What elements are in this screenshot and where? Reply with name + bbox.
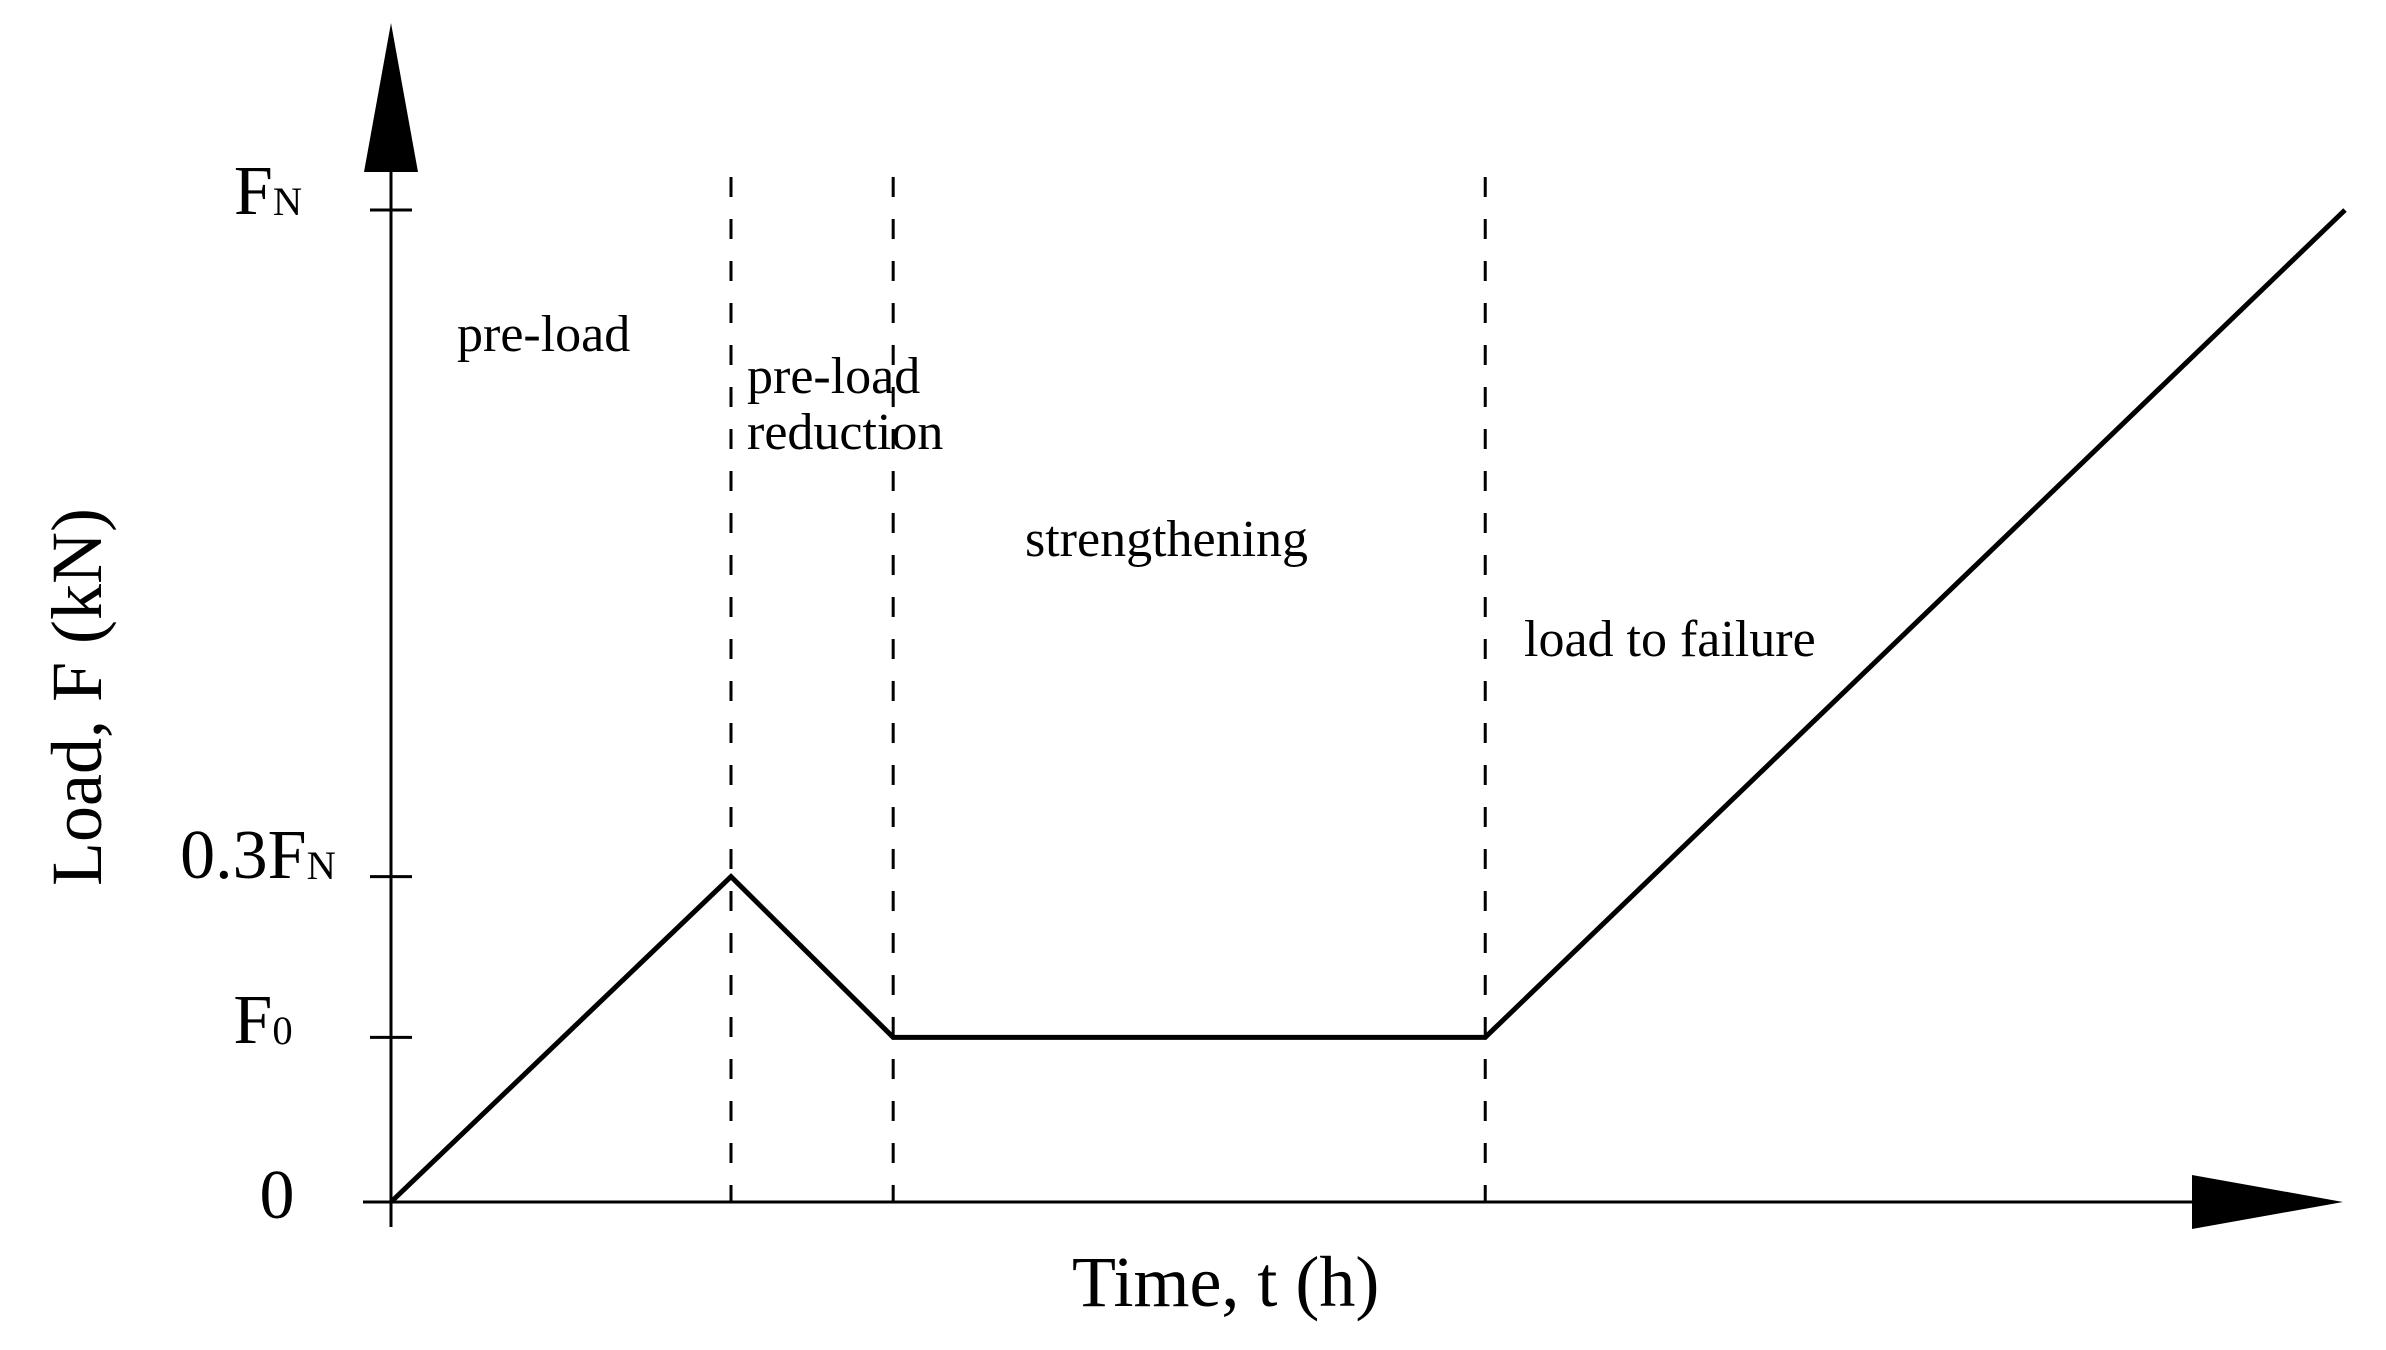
y-tick-F0-sub: 0 xyxy=(272,1007,293,1053)
y-tick-label-0: 0 xyxy=(260,1161,295,1231)
phase-label-preload: pre-load xyxy=(457,306,631,363)
load-curve xyxy=(389,208,2347,1204)
y-tick-03FN-sub: N xyxy=(306,842,336,888)
y-tick-label-FN: FN xyxy=(234,157,302,227)
y-tick-03FN-main: 0.3F xyxy=(180,817,307,894)
y-tick-label-F0: F0 xyxy=(233,986,292,1056)
phase-label-preload-reduction-line2: reduction xyxy=(747,404,944,462)
y-tick-label-0.3FN: 0.3FN xyxy=(180,821,336,891)
y-tick-0-main: 0 xyxy=(259,1157,295,1234)
y-tick-FN-sub: N xyxy=(272,178,303,224)
phase-label-preload-reduction: pre-load reduction xyxy=(747,348,944,462)
phase-label-load-to-failure: load to failure xyxy=(1524,611,1816,668)
y-tick-F0-main: F xyxy=(233,982,273,1059)
y-axis-title: Load, F (kN) xyxy=(37,508,117,886)
y-tick-FN-main: F xyxy=(233,153,273,230)
x-axis-arrowhead xyxy=(2192,1175,2343,1229)
x-axis-title: Time, t (h) xyxy=(1072,1242,1380,1322)
y-axis-arrowhead xyxy=(364,23,418,172)
phase-label-strengthening: strengthening xyxy=(1025,511,1309,568)
phase-label-preload-reduction-line1: pre-load xyxy=(747,348,921,405)
